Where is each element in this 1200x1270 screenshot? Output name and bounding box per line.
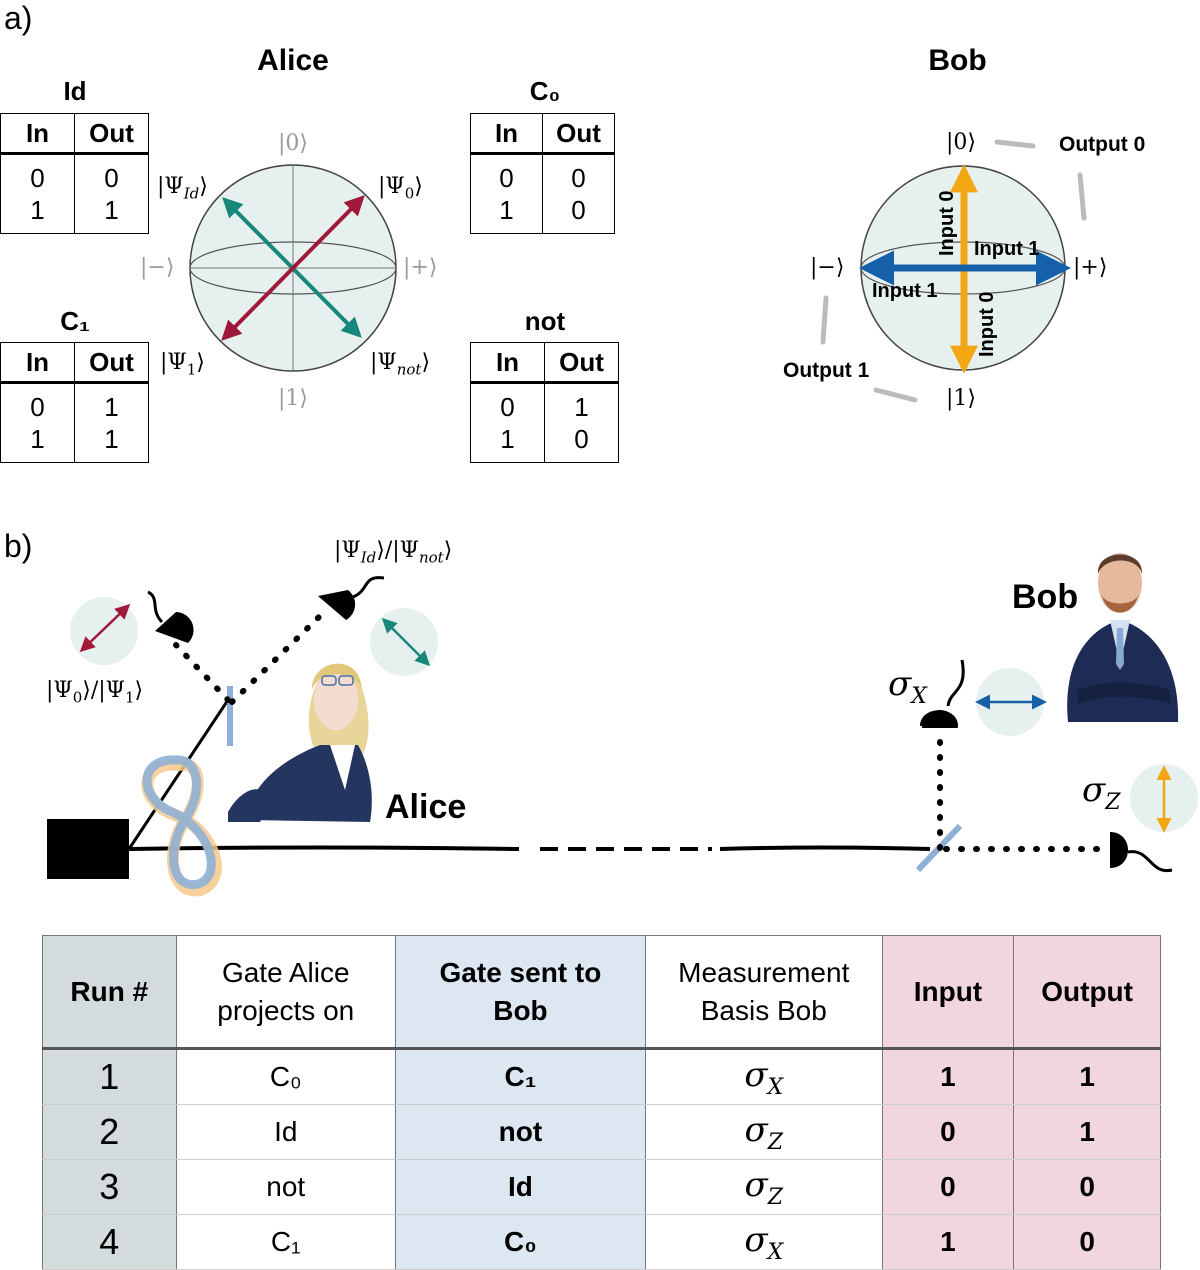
alice-ket1: |1⟩ <box>278 386 308 411</box>
alice-ket0: |0⟩ <box>278 131 308 156</box>
cell-input: 0 <box>881 1159 1015 1215</box>
table-row: 2 Id not σZ 0 1 <box>42 1104 1161 1160</box>
alice-bloch-sphere <box>189 164 397 372</box>
alice-psi-0: |Ψ0⟩ <box>378 174 423 203</box>
table-id-title: Id <box>63 76 87 106</box>
cell-alice-gate: C₀ <box>175 1048 396 1105</box>
label-input1-left: Input 1 <box>872 280 938 302</box>
cell-run: 2 <box>42 1104 177 1160</box>
alice-psi-id: |ΨId⟩ <box>157 174 208 203</box>
table-row: 3 not Id σZ 0 0 <box>42 1159 1161 1215</box>
label-input0-bottom: Input 0 <box>976 291 998 357</box>
table-header-in: In <box>470 113 543 155</box>
bob-label: Bob <box>1012 578 1079 616</box>
cell-gate-sent: not <box>394 1104 646 1160</box>
bob-ketplus: |+⟩ <box>1073 255 1108 280</box>
entanglement-fiber-loop <box>141 755 222 897</box>
diagram-canvas: Input 0 Input 0 Input 1 Input 1 Output 0… <box>47 133 1198 897</box>
photon-source <box>47 819 129 879</box>
bob-detector-x <box>920 659 965 728</box>
cell-input: 1 <box>881 1214 1015 1270</box>
bob-ket1: |1⟩ <box>946 386 976 411</box>
cell-gate-sent: Id <box>394 1159 646 1215</box>
label-input0-top: Input 0 <box>936 190 958 256</box>
cell-run: 1 <box>42 1048 177 1105</box>
cell-alice-gate: not <box>175 1159 396 1215</box>
table-header-in: In <box>470 342 545 384</box>
alice-psi-1: |Ψ1⟩ <box>160 350 205 379</box>
panel-a-label: a) <box>4 0 33 36</box>
bob-figure <box>1067 553 1179 722</box>
sigma-z-label: σZ <box>1082 770 1121 815</box>
cell-output: 1 <box>1013 1048 1161 1105</box>
table-c1-title: C₁ <box>60 306 90 336</box>
bob-bloch-sphere: Input 0 Input 0 Input 1 Input 1 Output 0… <box>783 133 1145 403</box>
psi-id-not-label: |ΨId⟩/|Ψnot⟩ <box>334 538 453 567</box>
cell-basis: σX <box>644 1048 883 1105</box>
bob-ket0: |0⟩ <box>946 130 976 155</box>
cell-basis: σZ <box>644 1159 883 1215</box>
table-header-out: Out <box>544 342 619 384</box>
bob-ketminus: |−⟩ <box>810 255 845 280</box>
cell-run: 3 <box>42 1159 177 1215</box>
alice-figure <box>228 663 372 822</box>
label-output1: Output 1 <box>783 359 870 382</box>
cell-input: 1 <box>881 1048 1015 1105</box>
alice-detector-left <box>147 590 194 643</box>
table-header-out: Out <box>542 113 615 155</box>
cell-run: 4 <box>42 1214 177 1270</box>
label-input1-right: Input 1 <box>974 238 1040 260</box>
alice-label: Alice <box>385 788 467 826</box>
table-c0-title: C₀ <box>529 76 561 106</box>
alice-detector-right <box>318 576 385 620</box>
cell-basis: σX <box>644 1214 883 1270</box>
header-input: Input <box>881 935 1015 1050</box>
cell-input: 0 <box>881 1104 1015 1160</box>
psi-0-1-label: |Ψ0⟩/|Ψ1⟩ <box>46 678 144 707</box>
cell-output: 0 <box>1013 1214 1161 1270</box>
alice-ketminus: |−⟩ <box>140 255 175 280</box>
cell-gate-sent: C₀ <box>394 1214 646 1270</box>
bob-detector-z <box>1110 832 1173 873</box>
alice-psi-not: |Ψnot⟩ <box>370 350 431 379</box>
table-row: 4 C₁ C₀ σX 1 0 <box>42 1214 1161 1270</box>
cell-basis: σZ <box>644 1104 883 1160</box>
table-not-title: not <box>524 306 566 336</box>
cell-gate-sent: C₁ <box>394 1048 646 1105</box>
bob-title: Bob <box>928 44 987 77</box>
cell-output: 0 <box>1013 1159 1161 1215</box>
header-output: Output <box>1013 935 1161 1050</box>
alice-ketplus: |+⟩ <box>403 255 438 280</box>
panel-b-label: b) <box>4 528 33 564</box>
label-output0: Output 0 <box>1059 133 1145 156</box>
alice-title: Alice <box>257 44 329 77</box>
table-row: 1 C₀ C₁ σX 1 1 <box>42 1048 1161 1105</box>
header-run: Run # <box>42 935 177 1050</box>
cell-alice-gate: Id <box>175 1104 396 1160</box>
table-header-out: Out <box>74 113 149 155</box>
sigma-x-label: σX <box>888 664 927 709</box>
cell-output: 1 <box>1013 1104 1161 1160</box>
cell-alice-gate: C₁ <box>175 1214 396 1270</box>
table-header-out: Out <box>74 342 149 384</box>
